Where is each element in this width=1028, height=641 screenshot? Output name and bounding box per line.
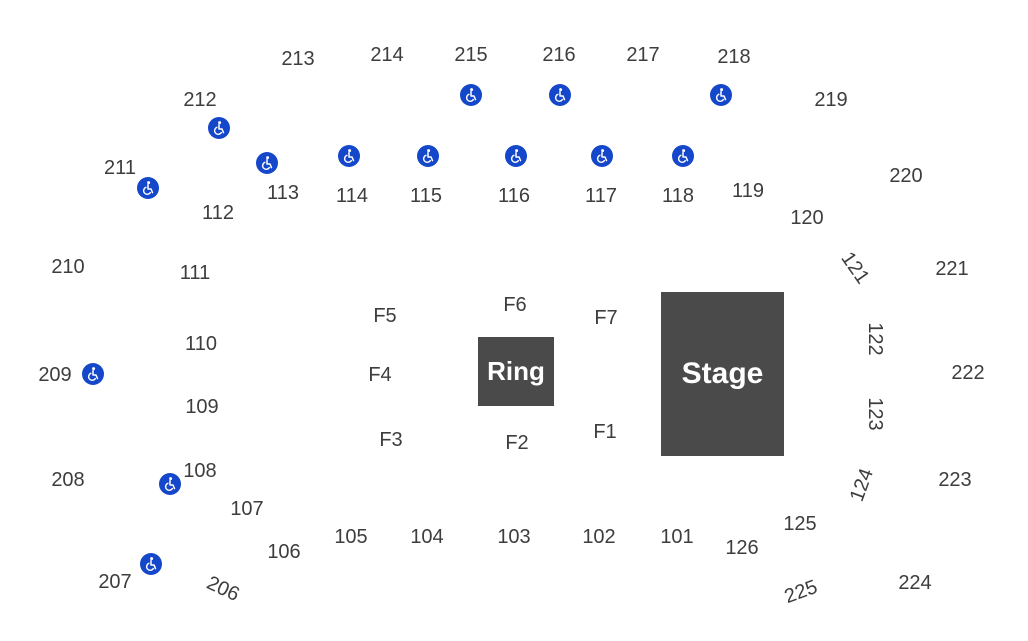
- section-f2[interactable]: F2: [505, 432, 529, 454]
- wheelchair-icon: [672, 145, 694, 167]
- wheelchair-icon: [417, 145, 439, 167]
- section-225[interactable]: 225: [781, 575, 821, 609]
- section-216[interactable]: 216: [542, 44, 576, 66]
- section-218[interactable]: 218: [717, 46, 751, 68]
- section-108[interactable]: 108: [183, 460, 217, 482]
- wheelchair-icon: [710, 84, 732, 106]
- section-104[interactable]: 104: [410, 526, 444, 548]
- section-f3[interactable]: F3: [379, 429, 403, 451]
- wheelchair-icon: [460, 84, 482, 106]
- section-126[interactable]: 126: [725, 537, 759, 559]
- section-115[interactable]: 115: [410, 185, 442, 207]
- section-208[interactable]: 208: [51, 469, 85, 491]
- section-223[interactable]: 223: [938, 469, 972, 491]
- wheelchair-icon: [505, 145, 527, 167]
- section-112[interactable]: 112: [202, 202, 234, 224]
- section-113[interactable]: 113: [267, 182, 299, 204]
- section-209[interactable]: 209: [38, 364, 72, 386]
- section-217[interactable]: 217: [626, 44, 660, 66]
- section-f7[interactable]: F7: [594, 307, 618, 329]
- wheelchair-icon: [208, 117, 230, 139]
- section-f1[interactable]: F1: [593, 421, 617, 443]
- section-120[interactable]: 120: [790, 207, 824, 229]
- section-213[interactable]: 213: [281, 48, 315, 70]
- stage[interactable]: Stage: [661, 292, 784, 456]
- section-f6[interactable]: F6: [503, 294, 527, 316]
- section-109[interactable]: 109: [185, 396, 219, 418]
- section-221[interactable]: 221: [935, 258, 969, 280]
- section-f5[interactable]: F5: [373, 305, 397, 327]
- section-119[interactable]: 119: [732, 180, 764, 202]
- section-220[interactable]: 220: [889, 165, 923, 187]
- section-101[interactable]: 101: [660, 526, 694, 548]
- wheelchair-icon: [137, 177, 159, 199]
- section-212[interactable]: 212: [183, 89, 217, 111]
- section-111[interactable]: 111: [179, 262, 211, 284]
- section-116[interactable]: 116: [498, 185, 530, 207]
- section-102[interactable]: 102: [582, 526, 616, 548]
- wheelchair-icon: [338, 145, 360, 167]
- section-107[interactable]: 107: [230, 498, 264, 520]
- section-224[interactable]: 224: [898, 572, 932, 594]
- wheelchair-icon: [159, 473, 181, 495]
- section-103[interactable]: 103: [497, 526, 531, 548]
- section-215[interactable]: 215: [454, 44, 488, 66]
- ring[interactable]: Ring: [478, 337, 554, 406]
- section-124[interactable]: 124: [845, 465, 879, 505]
- section-210[interactable]: 210: [51, 256, 85, 278]
- section-110[interactable]: 110: [185, 333, 217, 355]
- wheelchair-icon: [140, 553, 162, 575]
- section-121[interactable]: 121: [836, 248, 874, 288]
- wheelchair-icon: [256, 152, 278, 174]
- section-106[interactable]: 106: [267, 541, 301, 563]
- wheelchair-icon: [82, 363, 104, 385]
- section-117[interactable]: 117: [585, 185, 617, 207]
- section-123[interactable]: 123: [864, 397, 886, 431]
- section-105[interactable]: 105: [334, 526, 368, 548]
- section-222[interactable]: 222: [951, 362, 985, 384]
- section-206[interactable]: 206: [203, 571, 243, 607]
- section-118[interactable]: 118: [662, 185, 694, 207]
- section-125[interactable]: 125: [783, 513, 817, 535]
- section-207[interactable]: 207: [98, 571, 132, 593]
- section-122[interactable]: 122: [864, 322, 886, 356]
- section-114[interactable]: 114: [336, 185, 368, 207]
- section-219[interactable]: 219: [814, 89, 848, 111]
- section-214[interactable]: 214: [370, 44, 404, 66]
- section-211[interactable]: 211: [104, 157, 136, 179]
- section-f4[interactable]: F4: [368, 364, 392, 386]
- wheelchair-icon: [549, 84, 571, 106]
- wheelchair-icon: [591, 145, 613, 167]
